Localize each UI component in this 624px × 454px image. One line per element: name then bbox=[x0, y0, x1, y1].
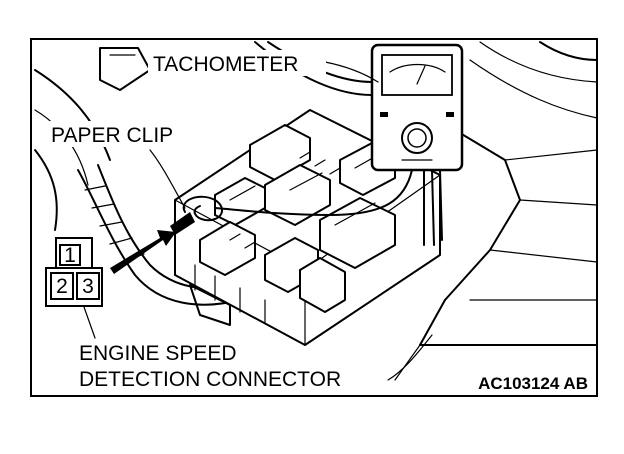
connector-pinout: 1 2 3 bbox=[45, 237, 103, 307]
connector-pin-1: 1 bbox=[64, 244, 76, 267]
figure-id: AC103124 AB bbox=[478, 374, 588, 393]
connector-pin-3: 3 bbox=[82, 275, 94, 298]
connector-label-line1: ENGINE SPEED bbox=[79, 342, 237, 365]
paper-clip-label: PAPER CLIP bbox=[51, 124, 173, 147]
connector-pin-2: 2 bbox=[56, 275, 68, 298]
figure-frame bbox=[30, 38, 598, 397]
tachometer-label: TACHOMETER bbox=[153, 53, 298, 76]
tachometer-instrument bbox=[370, 43, 464, 172]
connector-label-line2: DETECTION CONNECTOR bbox=[79, 368, 341, 391]
engine-bay-artwork bbox=[34, 41, 598, 381]
